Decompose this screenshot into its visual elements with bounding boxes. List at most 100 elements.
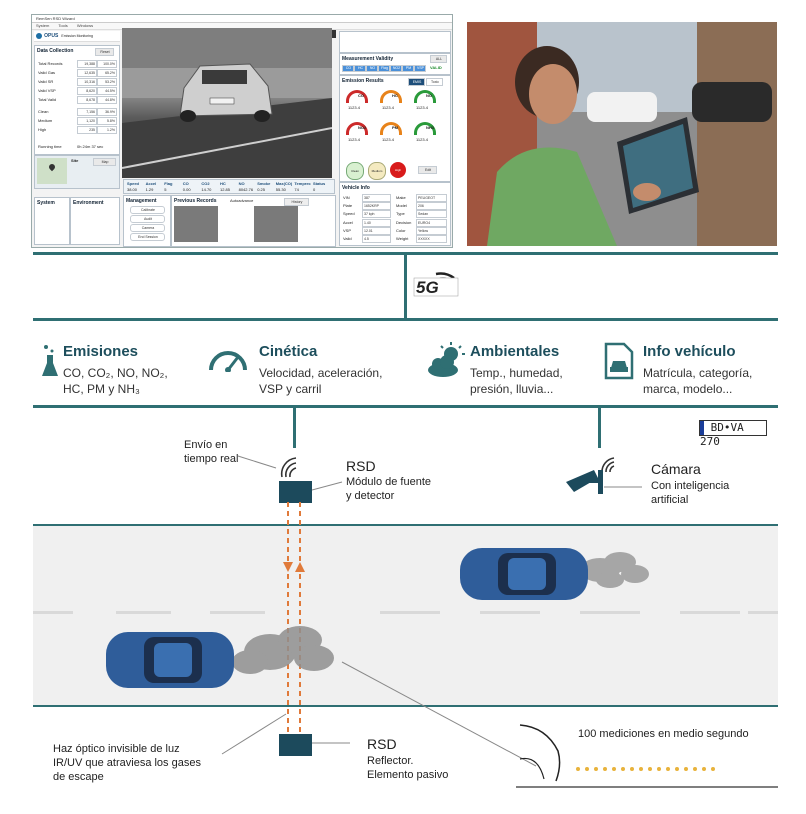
measurement-dot <box>666 767 670 771</box>
speed-header: Speed <box>127 181 140 186</box>
previous-thumbnail-2[interactable] <box>254 206 298 242</box>
measurement-dot <box>621 767 625 771</box>
vehicle-field-label: Speed <box>343 211 355 217</box>
info-vehiculo-text-line-1: Matrícula, categoría, <box>643 366 753 380</box>
cinetica-text: Velocidad, aceleración, VSP y carril <box>259 365 382 397</box>
speed-value: 0 <box>313 187 316 192</box>
gauge-value: 1123.4 <box>382 137 394 142</box>
high-indicator: High <box>390 162 406 178</box>
5g-icon: 5G <box>412 268 460 298</box>
map-button[interactable]: Map <box>93 158 116 166</box>
measurement-inset: 100 mediciones en medio segundo <box>516 719 778 789</box>
vehicle-field-label: Color <box>396 227 406 233</box>
validity-tag: VSP <box>414 65 426 72</box>
opus-logo-icon <box>36 33 42 39</box>
vehicle-info-title: Vehicle Info <box>342 185 370 191</box>
mediciones-label: 100 mediciones en medio segundo <box>578 728 749 740</box>
rsd-top-description: Módulo de fuente y detector <box>346 475 431 503</box>
lane-dash <box>33 611 73 614</box>
measurement-dot <box>684 767 688 771</box>
categories-top-line <box>33 318 778 321</box>
data-collection-title: Data Collection <box>37 48 74 54</box>
speed-value: 5 <box>164 187 167 192</box>
speed-header: Accel <box>145 181 157 186</box>
speed-value: 0.00 <box>182 187 191 192</box>
vehicle-field-label: Valid <box>343 236 352 241</box>
management-panel: Management Calibrate Audit Camera End Se… <box>123 195 171 247</box>
menu-system[interactable]: System <box>36 23 50 28</box>
gauge-name: NH3 <box>426 125 435 130</box>
gauge-arc <box>346 90 368 103</box>
road-top-edge <box>33 524 778 526</box>
running-time-value: 0h 24m 37 sec <box>77 144 104 149</box>
rsd-top-line-2: y detector <box>346 490 395 502</box>
info-vehiculo-text: Matrícula, categoría, marca, modelo... <box>643 365 752 397</box>
vehicle-field-value: 1652KRP <box>362 202 391 211</box>
dc-row-percent: 44.5% <box>97 87 117 95</box>
speedometer-graphic <box>209 351 247 373</box>
toxic-tab[interactable]: Toxic <box>426 78 443 86</box>
connector-rsd <box>293 408 296 448</box>
filter-panel <box>339 31 451 53</box>
calibrate-button[interactable]: Calibrate <box>130 206 165 214</box>
dc-row-value: 19,388 <box>77 60 97 68</box>
rsd-bottom-description: Reflector. Elemento pasivo <box>367 754 448 782</box>
vehicle-field-value: 387 <box>362 194 391 202</box>
previous-records-panel: Previous Records Autoadvance History <box>171 195 336 247</box>
speed-header: CO2 <box>201 181 210 186</box>
speed-header: NO <box>238 181 245 186</box>
lane-dash <box>116 611 171 614</box>
validity-all-button[interactable]: ALL <box>430 55 447 63</box>
haz-description: Haz óptico invisible de luz IR/UV que at… <box>53 742 201 784</box>
camera-button[interactable]: Camera <box>130 224 165 232</box>
speedometer-icon <box>207 344 249 373</box>
camara-title: Cámara <box>651 461 701 477</box>
info-vehiculo-text-line-2: marca, modelo... <box>643 382 733 396</box>
haz-line-3: de escape <box>53 771 104 783</box>
vehicle-field-value: 12.01 <box>362 226 391 235</box>
previous-thumbnail-1[interactable] <box>174 206 218 242</box>
measurement-dot <box>612 767 616 771</box>
reset-button[interactable]: Reset <box>95 48 114 56</box>
vehicle-field-value: 1.40 <box>362 218 391 227</box>
speed-value: 0.25 <box>257 187 265 192</box>
dc-row-label: High <box>38 127 47 132</box>
car-left <box>106 632 234 688</box>
lane-dash <box>680 611 740 614</box>
vehicle-field-value: 4.5 <box>362 235 391 243</box>
gauge-arc <box>380 90 402 103</box>
car-document-graphic <box>604 342 634 380</box>
measurement-dot <box>675 767 679 771</box>
menu-tools[interactable]: Tools <box>58 23 68 28</box>
management-title: Management <box>126 198 157 204</box>
dc-row-value: 1,120 <box>77 117 97 125</box>
lane-dash <box>380 611 440 614</box>
lane-dash <box>210 611 265 614</box>
rsd-bottom-line-1: Reflector. <box>367 755 414 767</box>
edit-button[interactable]: Edit <box>418 166 437 174</box>
system-title: System <box>37 200 55 206</box>
gauge-arc <box>414 90 436 103</box>
measurement-dot <box>603 767 607 771</box>
cinetica-title: Cinética <box>259 343 318 360</box>
dc-row-percent: 1.2% <box>97 126 117 134</box>
history-button[interactable]: History <box>284 198 309 206</box>
measurement-dot <box>648 767 652 771</box>
car-right <box>460 548 588 600</box>
emis-tab[interactable]: EMIS <box>408 78 425 86</box>
menu-windows[interactable]: Windows <box>76 23 94 28</box>
rsd-source-detector-module <box>279 481 312 503</box>
emisiones-text-line-2: HC, PM y NH₃ <box>63 382 140 396</box>
rsd-reflector-module <box>279 734 312 756</box>
road-bottom-edge <box>33 705 778 707</box>
vehicle-field-label: Plate <box>343 203 353 209</box>
rsd-top-pointer-line <box>312 481 343 491</box>
ambientales-text-line-1: Temp., humedad, <box>470 366 563 380</box>
audit-button[interactable]: Audit <box>130 215 165 223</box>
optical-beam <box>283 502 305 732</box>
camera-capture-image <box>122 28 332 178</box>
medium-indicator: Medium <box>368 162 386 180</box>
speed-value: 8042.76 <box>238 187 254 192</box>
map-pin-icon <box>47 162 57 172</box>
end-session-button[interactable]: End Session <box>130 233 165 241</box>
